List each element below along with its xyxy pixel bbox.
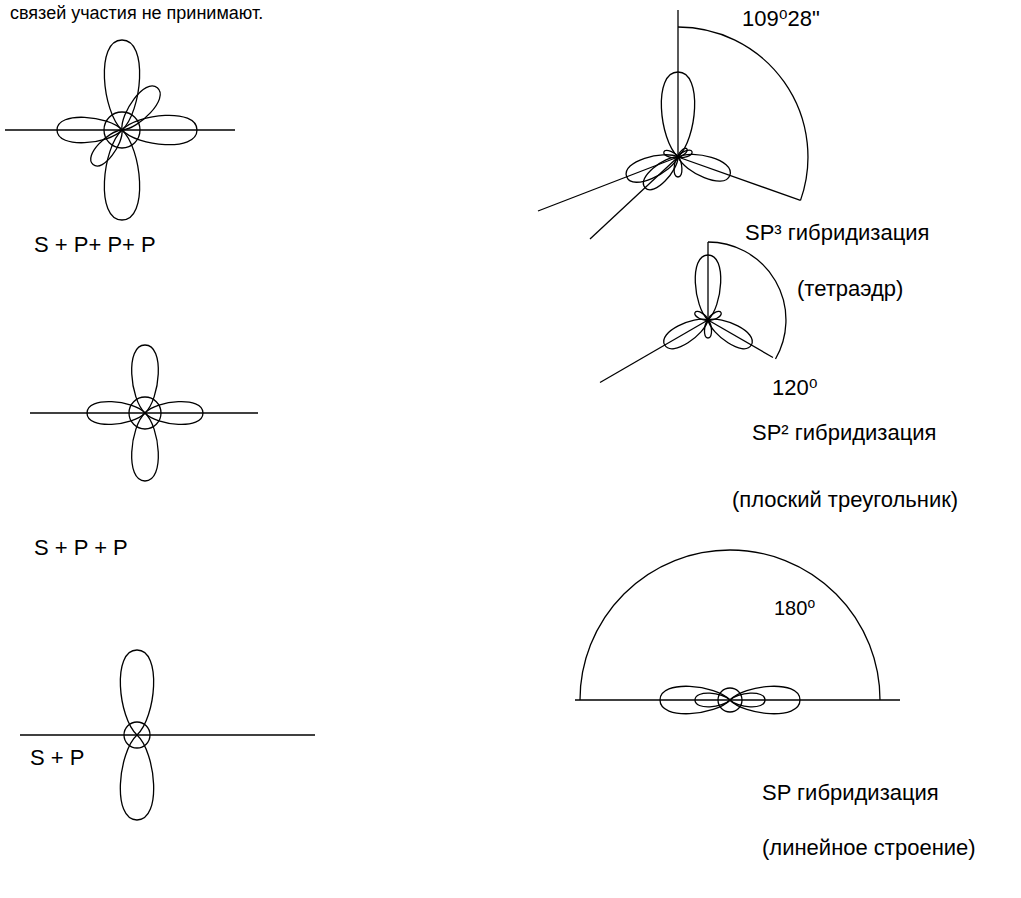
p-lobe [145, 402, 203, 425]
hybrid-back-lobe [707, 310, 723, 323]
p-lobe [87, 402, 145, 425]
hybrid-lobe [661, 72, 694, 157]
bond-axis [707, 242, 708, 320]
angle-arc [708, 242, 786, 359]
bond-axis [575, 699, 900, 700]
geometry-label: (тетраэдр) [795, 276, 905, 302]
hybrid-lobe [695, 255, 720, 320]
orbital-sum-label: S + P [28, 745, 86, 771]
orbital-sum-label: S + P + P [32, 535, 130, 561]
hybrid-back-lobe [663, 149, 679, 160]
angle-label: 120⁰ [770, 375, 820, 401]
hybrid-back-lobe [695, 693, 730, 707]
angle-label: 180⁰ [772, 595, 817, 621]
hybrid-lobe [730, 686, 800, 713]
hybridization-label: SP гибридизация [760, 780, 941, 806]
angle-label: 109⁰28" [740, 6, 822, 32]
hybrid-back-lobe [730, 693, 765, 707]
bond-axis [708, 320, 773, 358]
s-orbital [104, 112, 140, 148]
sp3-hybrid [538, 10, 808, 239]
p-lobe [57, 117, 122, 142]
note-text: связей участия не принимают. [8, 0, 265, 26]
bond-axis [590, 157, 678, 239]
p-lobe [122, 115, 197, 144]
sp2-hybrid [600, 242, 786, 383]
bond-axis [600, 320, 708, 383]
hybrid-lobe [623, 147, 682, 187]
bond-axis [677, 10, 678, 157]
geometry-label: (плоский треугольник) [730, 487, 960, 513]
s-orbital [124, 722, 150, 748]
hybrid-lobe [660, 312, 713, 354]
hybrid-lobe [674, 147, 733, 186]
axis-line [20, 734, 315, 735]
s-orbital [718, 688, 742, 712]
hybrid-lobe [703, 312, 756, 354]
sp3-unhybrid [5, 40, 235, 220]
hybrid-back-lobe [704, 320, 711, 338]
p-lobe [132, 345, 159, 413]
sp-hybrid [575, 550, 900, 714]
p-lobe [86, 124, 128, 170]
hybridization-label: SP² гибридизация [750, 420, 938, 446]
hybrid-back-lobe [694, 310, 710, 323]
hybrid-lobe [660, 686, 730, 713]
geometry-label: (линейное строение) [760, 835, 978, 861]
p-lobe [132, 413, 159, 481]
hybridization-label: SP³ гибридизация [743, 220, 931, 246]
sp2-unhybrid [30, 345, 258, 481]
angle-arc [580, 550, 880, 700]
s-orbital [129, 397, 161, 429]
bond-axis [678, 157, 801, 200]
orbital-sum-label: S + P+ P+ P [32, 232, 158, 258]
sp-unhybrid [20, 650, 315, 820]
